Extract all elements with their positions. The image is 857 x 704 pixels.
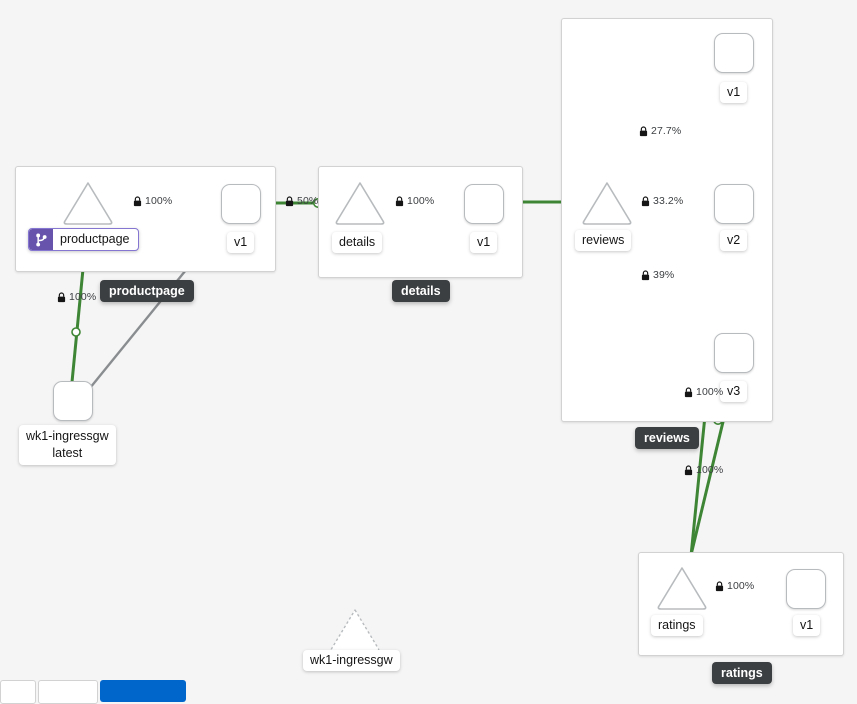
edge-label-reviews-v1[interactable]: 27.7% <box>639 126 681 137</box>
edge-percent: 39% <box>653 269 675 281</box>
node-workload-reviews-v2[interactable] <box>714 184 754 224</box>
edge-percent: 100% <box>696 464 724 476</box>
node-label-ratings-v1[interactable]: v1 <box>793 615 821 636</box>
node-label-ratings[interactable]: ratings <box>651 615 703 636</box>
lock-icon <box>684 387 693 398</box>
node-workload-ingressgw[interactable] <box>53 381 93 421</box>
node-label-reviews[interactable]: reviews <box>575 230 632 251</box>
edge-label-details-v1[interactable]: 100% <box>395 196 434 207</box>
edge-label-reviews-v2[interactable]: 33.2% <box>641 196 683 207</box>
edge-label-ratings-v1[interactable]: 100% <box>715 581 754 592</box>
lock-icon <box>641 270 650 281</box>
node-workload-productpage-v1[interactable] <box>221 184 261 224</box>
namespace-chip-details[interactable]: details <box>392 280 450 302</box>
lock-icon <box>285 196 294 207</box>
lock-icon <box>57 292 66 303</box>
node-label-details-v1[interactable]: v1 <box>470 232 498 253</box>
node-label-ghost-ingressgw[interactable]: wk1-ingressgw <box>303 650 400 671</box>
namespace-chip-productpage[interactable]: productpage <box>100 280 194 302</box>
node-label-line1: wk1-ingressgw <box>26 429 109 443</box>
edge-label-productpage-details[interactable]: 50% <box>285 196 318 207</box>
edge-label-productpage-v1[interactable]: 100% <box>133 196 172 207</box>
bottom-toolbar-fragment <box>0 676 857 704</box>
edge-marker-dot <box>71 327 81 337</box>
edge-percent: 100% <box>145 195 173 207</box>
node-label-details[interactable]: details <box>332 232 383 253</box>
lock-icon <box>715 581 724 592</box>
edge-label-reviews-v2-ratings[interactable]: 100% <box>684 387 723 398</box>
edge-percent: 33.2% <box>653 195 684 207</box>
node-workload-ratings-v1[interactable] <box>786 569 826 609</box>
edge-label-reviews-v3-ratings[interactable]: 100% <box>684 465 723 476</box>
edge-percent: 100% <box>727 580 755 592</box>
edge-percent: 50% <box>297 195 319 207</box>
node-label-reviews-v2[interactable]: v2 <box>720 230 748 251</box>
lock-icon <box>395 196 404 207</box>
node-label-productpage-v1[interactable]: v1 <box>227 232 255 253</box>
code-branch-icon <box>29 229 53 250</box>
namespace-chip-reviews[interactable]: reviews <box>635 427 699 449</box>
edge-label-ingressgw-productpage[interactable]: 100% <box>57 292 96 303</box>
lock-icon <box>684 465 693 476</box>
node-label-text: productpage <box>60 232 130 246</box>
node-label-line2: latest <box>52 446 83 460</box>
node-workload-reviews-v3[interactable] <box>714 333 754 373</box>
lock-icon <box>641 196 650 207</box>
node-label-reviews-v1[interactable]: v1 <box>720 82 748 103</box>
toolbar-chip-1[interactable] <box>0 680 36 704</box>
node-label-productpage[interactable]: productpage <box>28 228 139 251</box>
node-workload-details-v1[interactable] <box>464 184 504 224</box>
edge-percent: 27.7% <box>651 125 682 137</box>
toolbar-primary-button[interactable] <box>100 680 186 702</box>
node-workload-reviews-v1[interactable] <box>714 33 754 73</box>
node-label-reviews-v3[interactable]: v3 <box>720 381 748 402</box>
lock-icon <box>639 126 648 137</box>
namespace-chip-ratings[interactable]: ratings <box>712 662 772 684</box>
edge-percent: 100% <box>407 195 435 207</box>
lock-icon <box>133 196 142 207</box>
node-label-ingressgw[interactable]: wk1-ingressgw latest <box>19 425 116 465</box>
edge-percent: 100% <box>696 386 724 398</box>
toolbar-chip-2[interactable] <box>38 680 98 704</box>
edge-percent: 100% <box>69 291 97 303</box>
edge-label-reviews-v3[interactable]: 39% <box>641 270 674 281</box>
